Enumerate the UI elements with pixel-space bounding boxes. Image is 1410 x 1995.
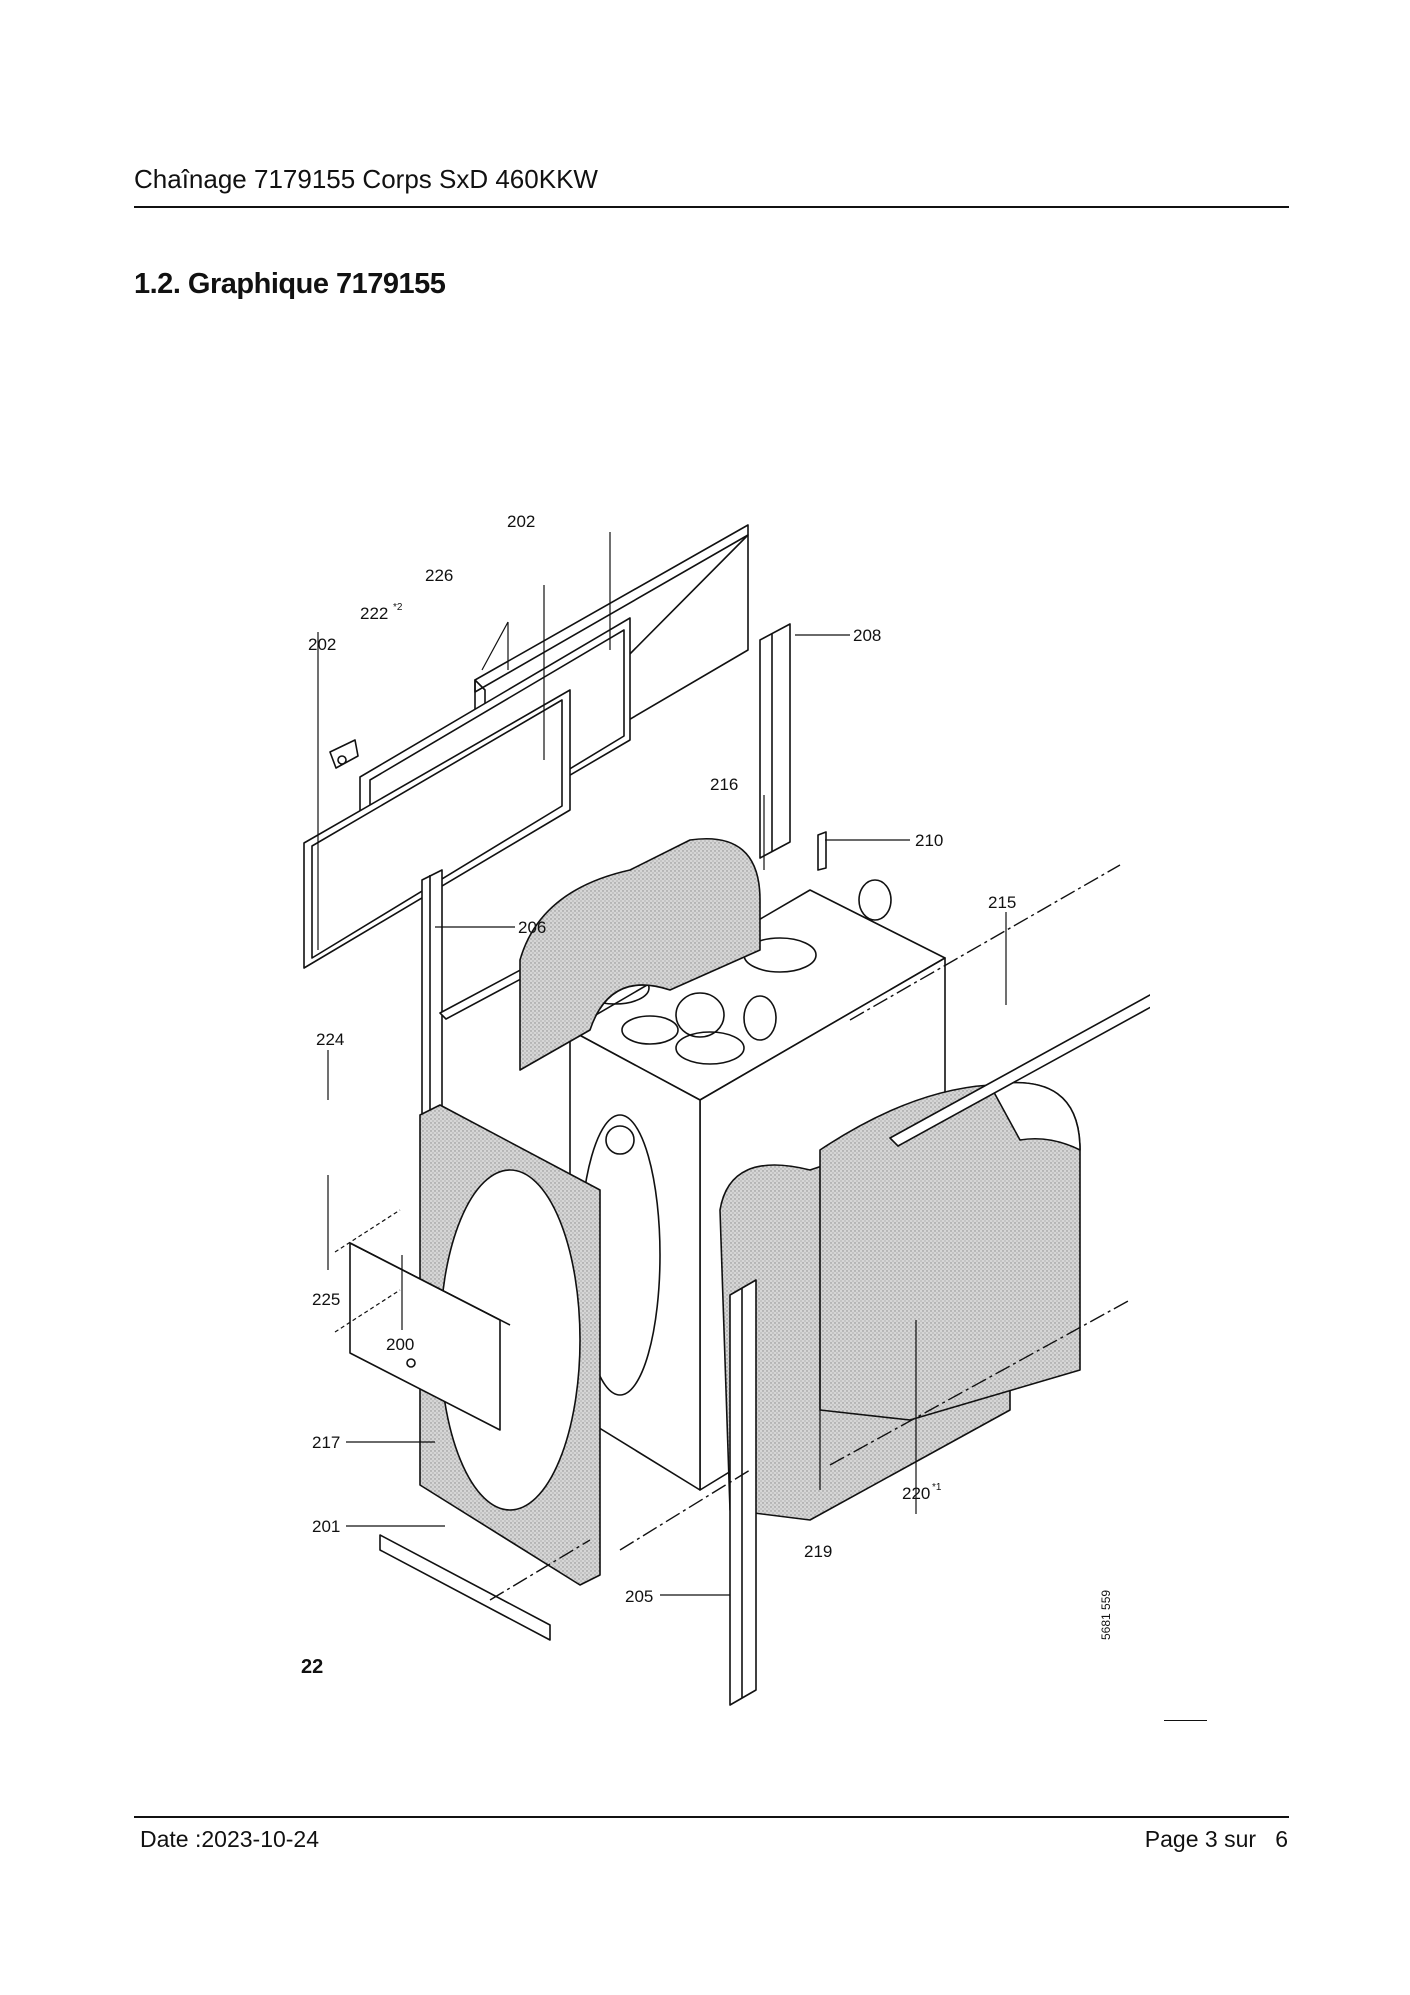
footer-page-number: Page 3 sur 6 — [1144, 1826, 1288, 1852]
profile-208 — [759, 623, 791, 859]
callout-225: 225 — [312, 1290, 340, 1309]
callout-206: 206 — [518, 918, 546, 937]
rail-215 — [889, 994, 1150, 1147]
callout-202-upper: 202 — [507, 512, 535, 531]
bracket-210 — [817, 831, 827, 871]
profile-205 — [729, 1279, 757, 1706]
exploded-parts-diagram: 202 226 222 *2 202 208 216 210 215 206 2… — [303, 512, 1150, 1706]
callout-208: 208 — [853, 626, 881, 645]
header-divider — [134, 206, 1289, 208]
callout-216: 216 — [710, 775, 738, 794]
callout-222: 222 — [360, 604, 388, 623]
callout-200: 200 — [386, 1335, 414, 1354]
callout-222-note: *2 — [393, 602, 403, 613]
callout-219: 219 — [804, 1542, 832, 1561]
callout-201: 201 — [312, 1517, 340, 1536]
figure-number: 22 — [301, 1656, 324, 1678]
footer-date: Date :2023-10-24 — [140, 1826, 320, 1852]
panel-202-left — [303, 689, 571, 969]
small-divider — [1164, 1720, 1207, 1721]
drawing-code: 5681 559 — [1099, 1590, 1113, 1640]
callout-220: 220 — [902, 1484, 930, 1503]
callout-205: 205 — [625, 1587, 653, 1606]
bracket-222 — [329, 739, 359, 769]
callout-210: 210 — [915, 831, 943, 850]
callout-220-note: *1 — [932, 1482, 942, 1493]
callout-215: 215 — [988, 893, 1016, 912]
footer-divider — [134, 1816, 1289, 1818]
section-title: 1.2. Graphique 7179155 — [134, 268, 446, 300]
base-201 — [379, 1534, 551, 1641]
callout-217: 217 — [312, 1433, 340, 1452]
header-title: Chaînage 7179155 Corps SxD 460KKW — [134, 164, 598, 194]
callout-226: 226 — [425, 566, 453, 585]
callout-202-left: 202 — [308, 635, 336, 654]
callout-224: 224 — [316, 1030, 344, 1049]
